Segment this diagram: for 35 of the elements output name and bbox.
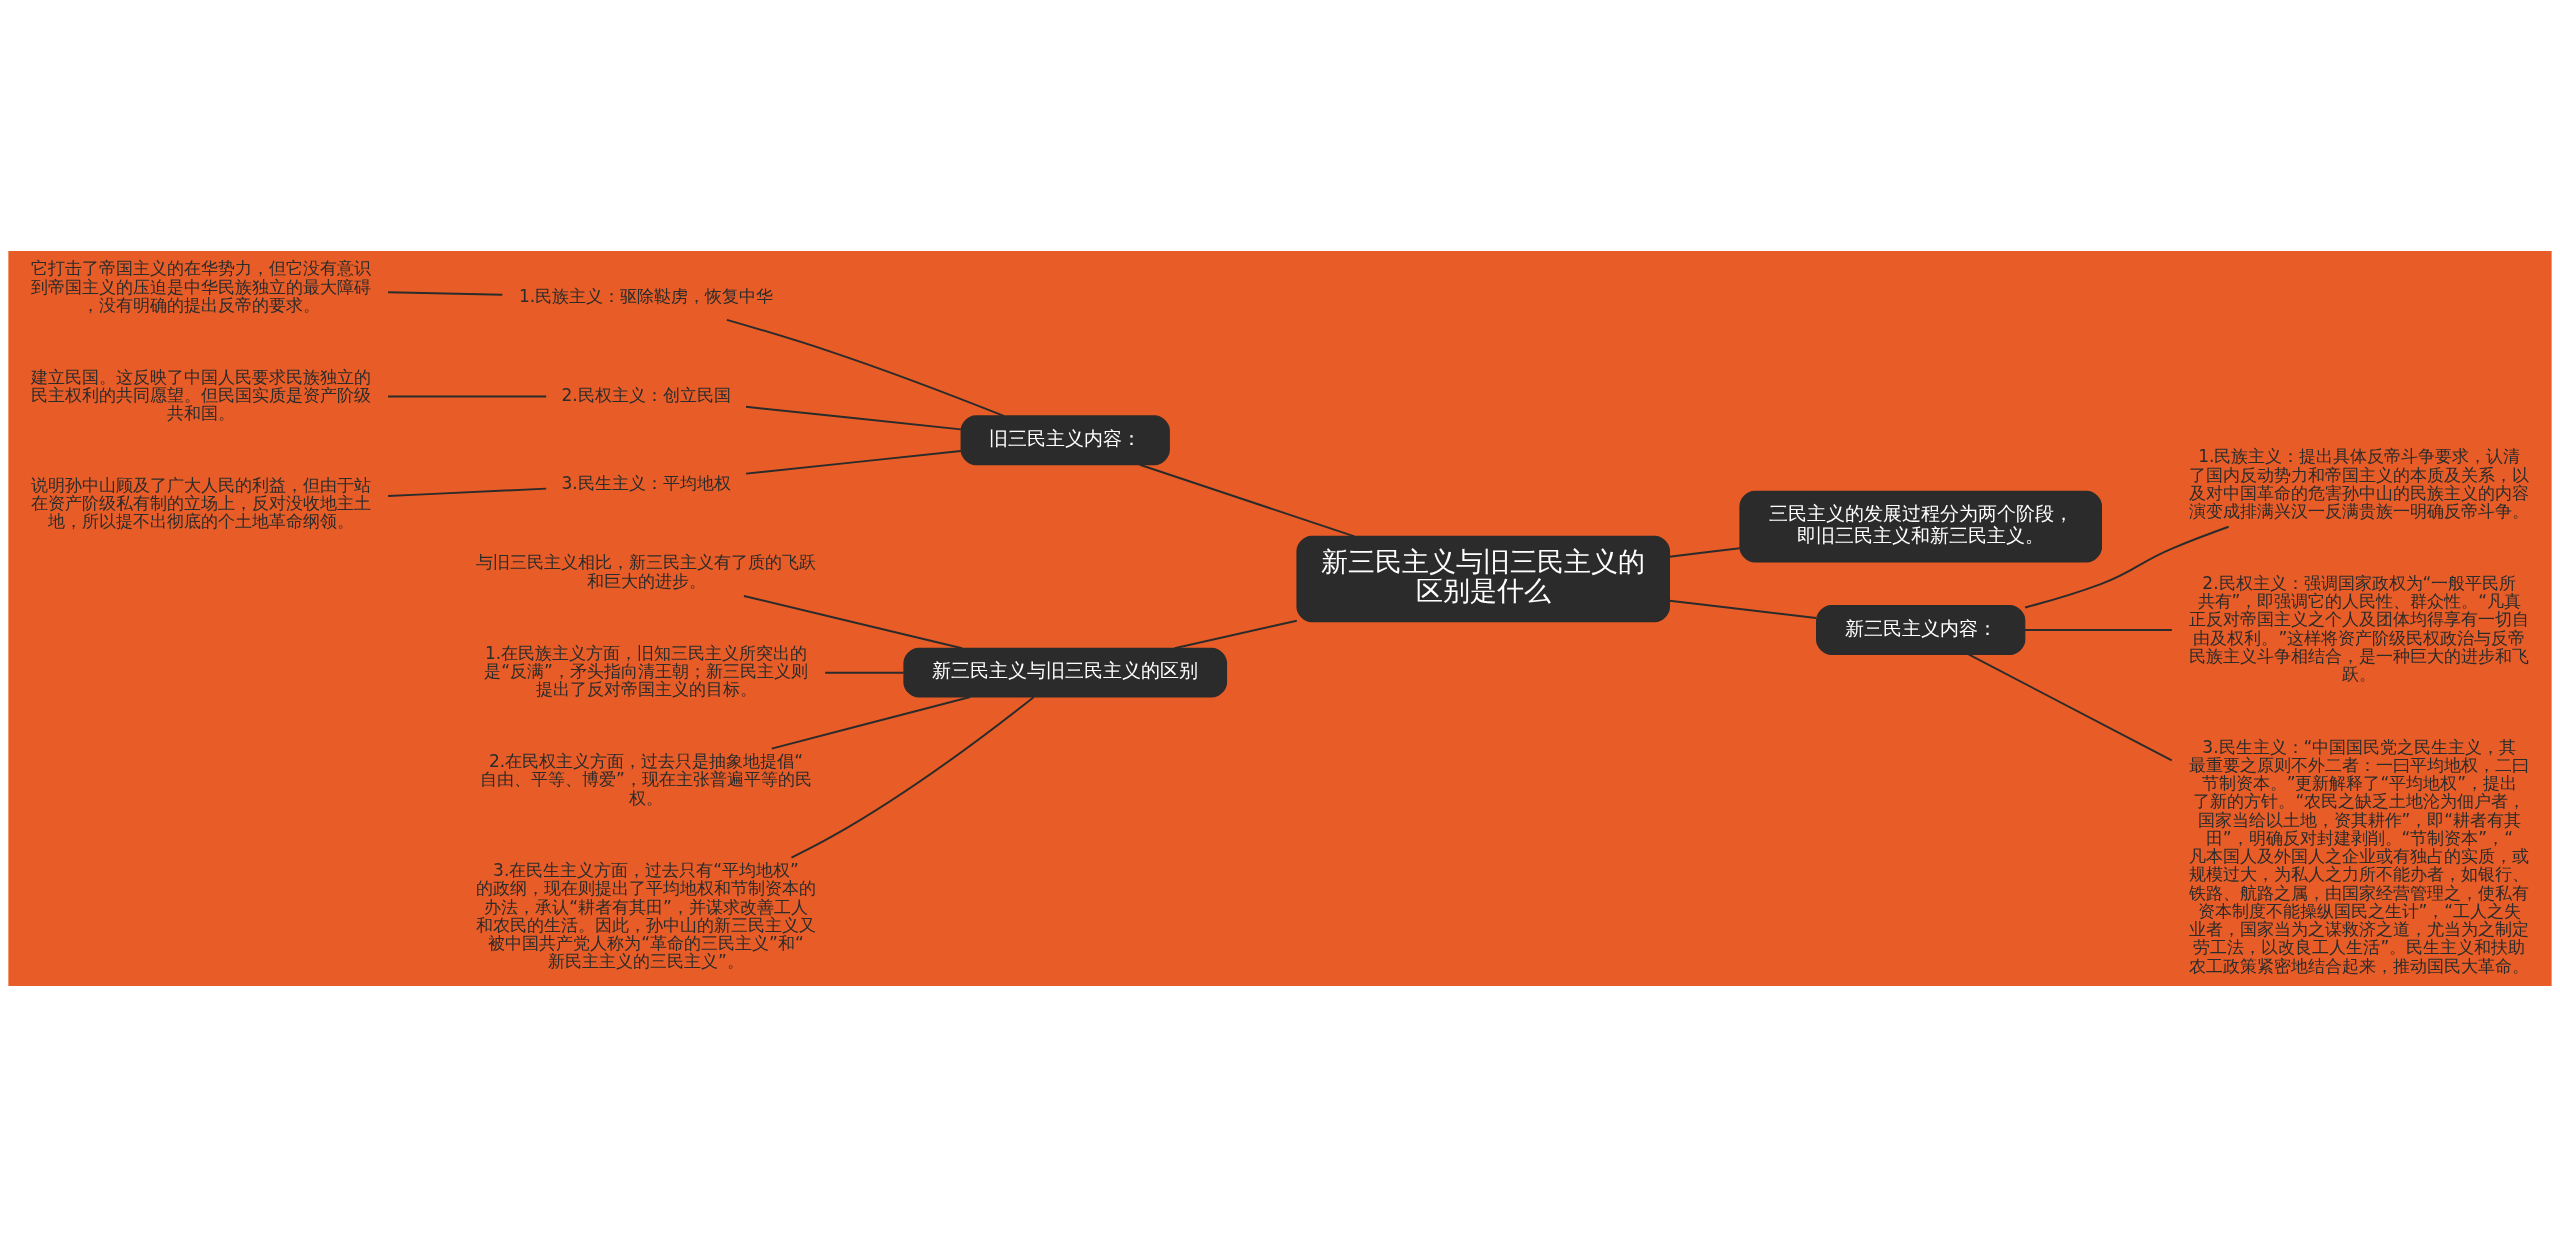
connector [387, 395, 548, 398]
connector [1668, 599, 1818, 619]
connector [387, 487, 548, 497]
connector [742, 595, 964, 650]
node-text: 2.民权主义：强调国家政权为“一般平民所共有”，即强调它的人民性、群众性。“凡真正反对帝国主义之个人及团体均得享有一切自由及权利。”这样将资产阶级民权政治与反帝民族主义斗争相结合，是一种巨大的进步和飞跃。 [2189, 572, 2530, 685]
node-text: 3.民生主义：“中国国民党之民生主义，其最重要之原则不外二者：一曰平均地权，二曰节制资本。”更新解释了“平均地权”，提出了新的方针。“农民之缺乏土地沦为佃户者，国家当给以土地，资其耕作”，即“耕者有其田”，明确反对封建剥削。“节制资本”，“凡本国人及外国人之企业或有独占的实质，或规模过大，为私人之力所不能办者，如银行、铁路、航路之属，由国家经营管理之，使私有资本制度不能操纵国民之生计”，“工人之失业者，国家当为之谋救济之道，尤当为之制定劳工法，以改良工人生活”。民生主义和扶助农工政策紧密地结合起来，推动国民大革命。 [2189, 736, 2530, 976]
connector [745, 450, 962, 475]
connector [387, 291, 504, 296]
node-box: 旧三民主义内容： [960, 415, 1170, 466]
node-text: 建立民国。这反映了中国人民要求民族独立的民主权利的共同愿望。但民国实质是资产阶级共和国。 [30, 366, 371, 424]
node-text: 与旧三民主义相比，新三民主义有了质的飞跃和巨大的进步。 [476, 552, 816, 591]
connector [1668, 547, 1741, 558]
connector [2024, 525, 2230, 609]
node-text: 1.民族主义：驱除鞑虏，恢复中华 [518, 286, 774, 307]
node-text: 2.在民权主义方面，过去只是抽象地提倡“自由、平等、博爱”，现在主张普遍平等的民权。 [480, 751, 812, 808]
node-box: 新三民主义与旧三民主义的区别是什么 [1296, 535, 1670, 623]
node-text: 1.民族主义：提出具体反帝斗争要求，认清了国内反动势力和帝国主义的本质及关系，以及对中国革命的危害孙中山的民族主义的内容演变成排满兴汉一反满贵族一明确反帝斗争。 [2189, 446, 2530, 522]
node-text: 它打击了帝国主义的在华势力，但它没有意识到帝国主义的压迫是中华民族独立的最大障碍，没有明确的提出反帝的要求。 [30, 258, 371, 315]
node-text: 2.民权主义：创立民国 [561, 384, 731, 405]
connector [824, 671, 905, 674]
connector [745, 405, 962, 431]
node-box: 新三民主义与旧三民主义的区别 [903, 647, 1228, 698]
connector [1138, 463, 1356, 538]
connector [1173, 619, 1298, 650]
node-box: 新三民主义内容： [1816, 605, 2026, 655]
node-text: 3.在民生主义方面，过去只有“平均地权”的政纲，现在则提出了平均地权和节制资本的办法，承认“耕者有其田”，并谋求改善工人和农民的生活。因此，孙中山的新三民主义又被中国共产党人称为“革命的三民主义”和“新民主主义的三民主义”。 [476, 860, 816, 972]
node-text: 3.民生主义：平均地权 [561, 472, 731, 493]
connector [2023, 629, 2173, 632]
node-text: 说明孙中山顾及了广大人民的利益，但由于站在资产阶级私有制的立场上，反对没收地主土地，所以提不出彻底的个土地革命纲领。 [30, 474, 371, 532]
node-text: 1.在民族主义方面，旧知三民主义所突出的是“反满”，矛头指向清王朝；新三民主义则提出了反对帝国主义的目标。 [484, 642, 808, 700]
connector [1967, 653, 2173, 762]
connector [725, 318, 1005, 417]
connector [770, 696, 972, 750]
node-box: 三民主义的发展过程分为两个阶段，即旧三民主义和新三民主义。 [1739, 490, 2102, 563]
connector [790, 696, 1035, 859]
